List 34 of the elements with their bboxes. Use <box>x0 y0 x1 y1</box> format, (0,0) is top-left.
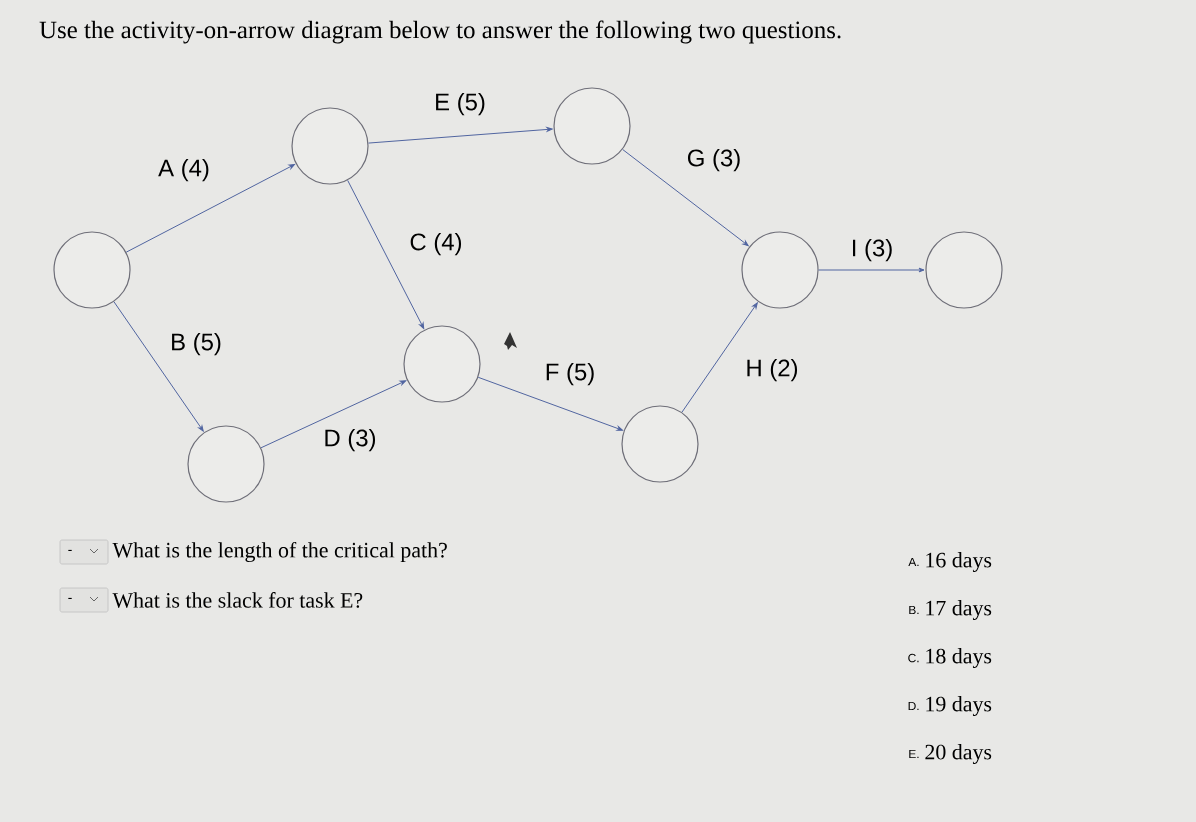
question-text: What is the length of the critical path? <box>112 541 447 563</box>
edge-label: C (4) <box>410 232 462 256</box>
event-circle <box>291 107 369 185</box>
edge-label: H (2) <box>747 358 798 382</box>
event-circle <box>403 325 481 403</box>
option-text: 20 days <box>925 744 992 764</box>
arrow <box>681 302 758 413</box>
arrow <box>347 179 425 329</box>
arrow <box>818 267 925 273</box>
edge-label: B (5) <box>172 332 221 356</box>
edge-label: I (3) <box>852 238 892 262</box>
event-circle <box>741 231 819 309</box>
event-circle <box>187 425 265 503</box>
arrow <box>622 149 749 247</box>
arrow <box>260 380 407 449</box>
event-circle <box>621 405 699 483</box>
edge-label: G (3) <box>687 148 740 172</box>
edge-label: D (3) <box>325 428 376 452</box>
option-text: 16 days <box>926 552 992 572</box>
arrow <box>477 376 623 431</box>
question-text: What is the slack for task E? <box>112 592 363 608</box>
option-text: 17 days <box>926 600 992 620</box>
arrow <box>113 301 204 432</box>
edge-label: F (5) <box>546 362 594 386</box>
option-text: 19 days <box>926 696 992 716</box>
edge-label: E (5) <box>436 92 485 116</box>
edge-label: A (4) <box>158 158 209 182</box>
arrow <box>368 127 553 144</box>
arrow <box>125 164 296 253</box>
event-circle <box>53 231 131 309</box>
event-circle <box>925 231 1003 309</box>
title: Use the activity-on-arrow diagram below to answer the following two questions. <box>39 20 841 44</box>
option-text: 18 days <box>926 648 992 668</box>
event-circle <box>553 87 631 165</box>
